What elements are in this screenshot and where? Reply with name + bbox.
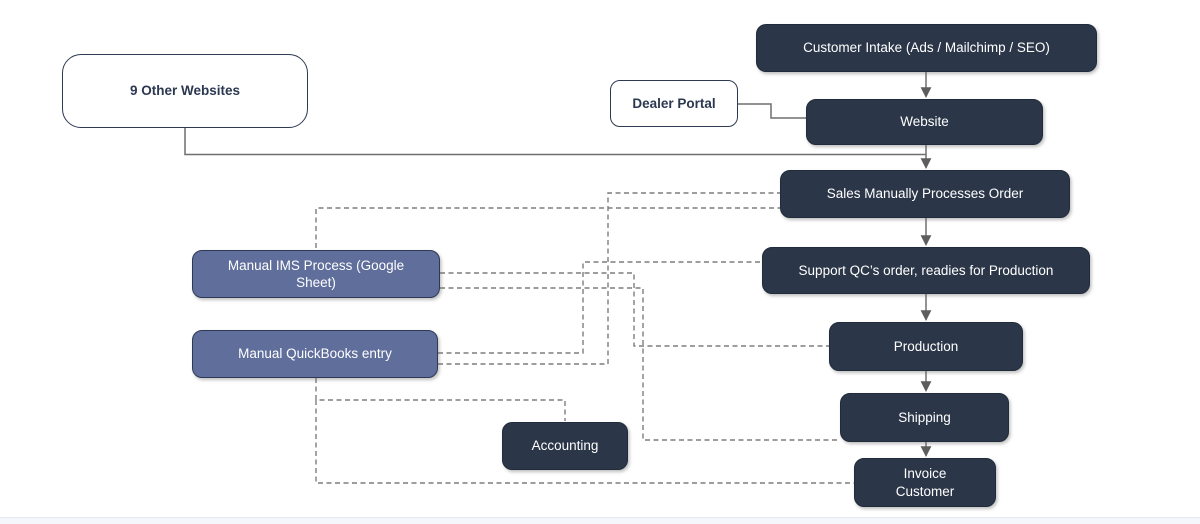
connector-quickbooks-to-sales (438, 192, 780, 365)
connector-other-websites-to-sales (184, 128, 926, 156)
node-invoice-customer[interactable]: Invoice Customer (854, 458, 996, 507)
connector-dealer-portal-to-website (738, 103, 806, 119)
connector-quickbooks-to-support (438, 261, 762, 354)
connector-ims-to-shipping (440, 287, 840, 441)
node-production-label: Production (893, 338, 959, 354)
node-sales-processes-order[interactable]: Sales Manually Processes Order (780, 170, 1070, 218)
node-dealer-portal[interactable]: Dealer Portal (610, 80, 738, 127)
node-other-websites-label: 9 Other Websites (129, 83, 241, 99)
node-manual-ims-label: Manual IMS Process (Google Sheet) (227, 257, 405, 290)
node-accounting-label: Accounting (531, 438, 599, 454)
node-accounting[interactable]: Accounting (502, 422, 628, 470)
page-bottom-edge (0, 517, 1200, 524)
node-customer-intake-label: Customer Intake (Ads / Mailchimp / SEO) (803, 40, 1050, 56)
connector-quickbooks-to-invoice (315, 400, 854, 484)
node-shipping-label: Shipping (898, 409, 951, 425)
node-shipping[interactable]: Shipping (840, 393, 1009, 442)
node-other-websites[interactable]: 9 Other Websites (62, 54, 308, 128)
node-dealer-portal-label: Dealer Portal (632, 95, 716, 111)
node-website[interactable]: Website (806, 99, 1043, 145)
node-manual-quickbooks-label: Manual QuickBooks entry (238, 346, 392, 362)
node-sales-processes-order-label: Sales Manually Processes Order (826, 186, 1024, 202)
node-manual-ims[interactable]: Manual IMS Process (Google Sheet) (192, 250, 440, 298)
node-customer-intake[interactable]: Customer Intake (Ads / Mailchimp / SEO) (756, 24, 1097, 72)
node-website-label: Website (900, 114, 949, 130)
connector-quickbooks-to-accounting (315, 378, 566, 421)
node-support-qc-label: Support QC’s order, readies for Producti… (798, 262, 1054, 278)
connector-ims-to-sales (315, 207, 780, 248)
node-invoice-customer-label: Invoice Customer (895, 466, 955, 499)
node-manual-quickbooks[interactable]: Manual QuickBooks entry (192, 330, 438, 378)
node-production[interactable]: Production (829, 322, 1023, 371)
node-support-qc[interactable]: Support QC’s order, readies for Producti… (762, 247, 1090, 294)
connector-ims-to-production (440, 272, 829, 347)
